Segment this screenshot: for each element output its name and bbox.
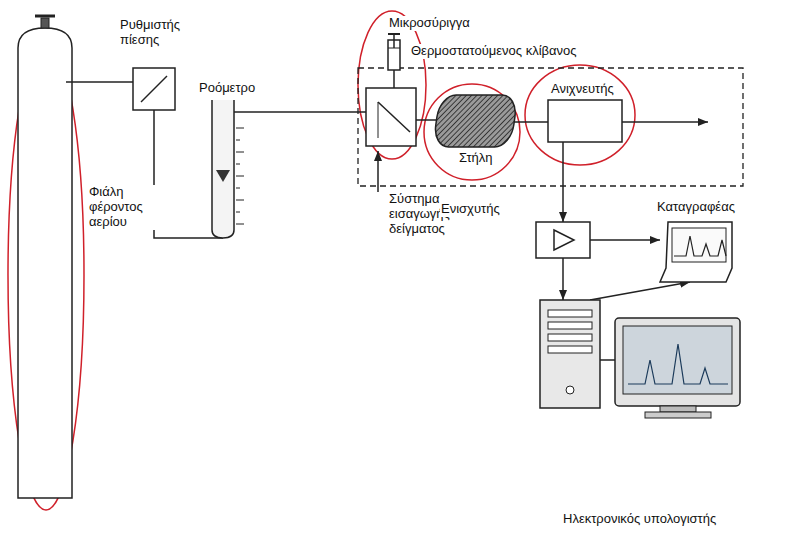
leader-arrow bbox=[377, 151, 379, 192]
flowmeter-outline bbox=[212, 100, 234, 238]
label-text: Καταγραφέας bbox=[656, 200, 736, 215]
gas-line bbox=[514, 121, 548, 123]
detector-box-outline bbox=[548, 100, 622, 142]
pressure-regulator-outline bbox=[133, 68, 175, 110]
amplifier-box-outline bbox=[536, 222, 590, 258]
label-text: Στήλη bbox=[458, 151, 494, 166]
signal-arrow bbox=[590, 239, 660, 241]
gas-line bbox=[416, 119, 436, 121]
computer-tower: Ηλεκτρονικός υπολογιστής bbox=[540, 300, 600, 408]
column-coil-outline bbox=[436, 95, 514, 147]
gas-cylinder: Φιάλη φέροντος αερίου bbox=[18, 28, 72, 498]
amplifier-box: Ενισχυτής bbox=[536, 222, 590, 258]
gas-line bbox=[72, 81, 133, 83]
column-coil: Στήλη bbox=[436, 95, 514, 147]
gas-line bbox=[234, 111, 366, 113]
highlight-ellipse bbox=[358, 11, 426, 159]
label-text: Ανιχνευτής bbox=[550, 82, 615, 97]
signal-arrow bbox=[562, 258, 564, 300]
monitor-symbol bbox=[615, 318, 740, 418]
injector-box: Σύστημα εισαγωγής δείγματος bbox=[366, 88, 416, 146]
microsyringe: Μικροσύριγγα bbox=[388, 40, 400, 70]
injector-box-outline bbox=[366, 88, 416, 146]
computer-tower-outline bbox=[540, 300, 600, 408]
label-text: Ενισχυτής bbox=[440, 202, 501, 217]
detector-box: Ανιχνευτής bbox=[548, 100, 622, 142]
recorder-symbol-outline bbox=[660, 222, 732, 282]
outlet-arrow bbox=[622, 121, 708, 123]
signal-arrow bbox=[590, 282, 690, 300]
highlight-ellipse bbox=[525, 65, 635, 165]
microsyringe-outline bbox=[388, 40, 400, 70]
highlight-ellipse bbox=[424, 84, 520, 180]
label-text: Μικροσύριγγα bbox=[388, 16, 471, 31]
label-text: Θερμοστατούμενος κλίβανος bbox=[410, 44, 578, 59]
label-text: Ροόμετρο bbox=[198, 81, 256, 96]
flowmeter: Ροόμετρο bbox=[212, 100, 234, 238]
pressure-regulator: Ρυθμιστής πίεσης bbox=[133, 68, 175, 110]
gas-line bbox=[393, 70, 395, 88]
label-text: Ρυθμιστής πίεσης bbox=[119, 18, 195, 48]
label-text: Φιάλη φέροντος αερίου bbox=[88, 185, 162, 230]
recorder-symbol: Καταγραφέας bbox=[660, 222, 732, 282]
gas-cylinder-outline bbox=[18, 28, 72, 498]
oven-box: Θερμοστατούμενος κλίβανοςΣύστημα εισαγωγ… bbox=[358, 68, 743, 186]
monitor-cable bbox=[600, 359, 615, 361]
signal-arrow bbox=[562, 142, 564, 222]
label-text: Ηλεκτρονικός υπολογιστής bbox=[562, 512, 717, 527]
